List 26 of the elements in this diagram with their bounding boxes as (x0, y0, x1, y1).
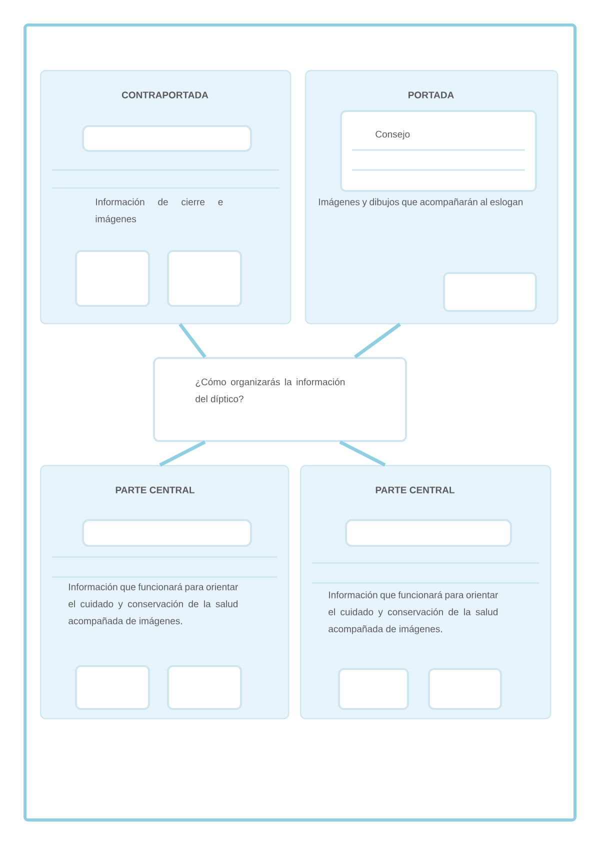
text-box (340, 110, 537, 192)
connector-line (354, 322, 402, 358)
connector-line (339, 440, 386, 467)
connector-line (159, 440, 206, 467)
connector-line (178, 323, 206, 358)
section-title: PORTADA (408, 92, 454, 98)
body-text: ¿Cómo organizarás la información del díptico? (196, 378, 345, 404)
placeholder-box (345, 519, 512, 547)
placeholder-box (338, 668, 409, 710)
placeholder-box (75, 665, 150, 710)
placeholder-box (167, 665, 242, 710)
question-box (153, 357, 407, 442)
placeholder-box (75, 250, 150, 307)
body-text: Imágenes y dibujos que acompañarán al eslogan (319, 198, 523, 208)
section-title: PARTE CENTRAL (376, 486, 454, 494)
section-title: PARTE CENTRAL (116, 486, 194, 494)
placeholder-box (82, 125, 252, 152)
label-text: Consejo (376, 130, 410, 140)
body-text: Información que funcionará para orientar el cuidado y conservación de la salud acompañada de imágenes. (328, 591, 498, 634)
body-text: Información que funcionará para orientar el cuidado y conservación de la salud acompañada de imágenes. (68, 583, 238, 626)
placeholder-box (167, 250, 242, 307)
body-text: Información de cierre e imágenes (96, 198, 223, 224)
section-title: CONTRAPORTADA (122, 92, 208, 98)
placeholder-box (443, 272, 537, 312)
placeholder-box (82, 519, 252, 547)
placeholder-box (428, 668, 502, 710)
